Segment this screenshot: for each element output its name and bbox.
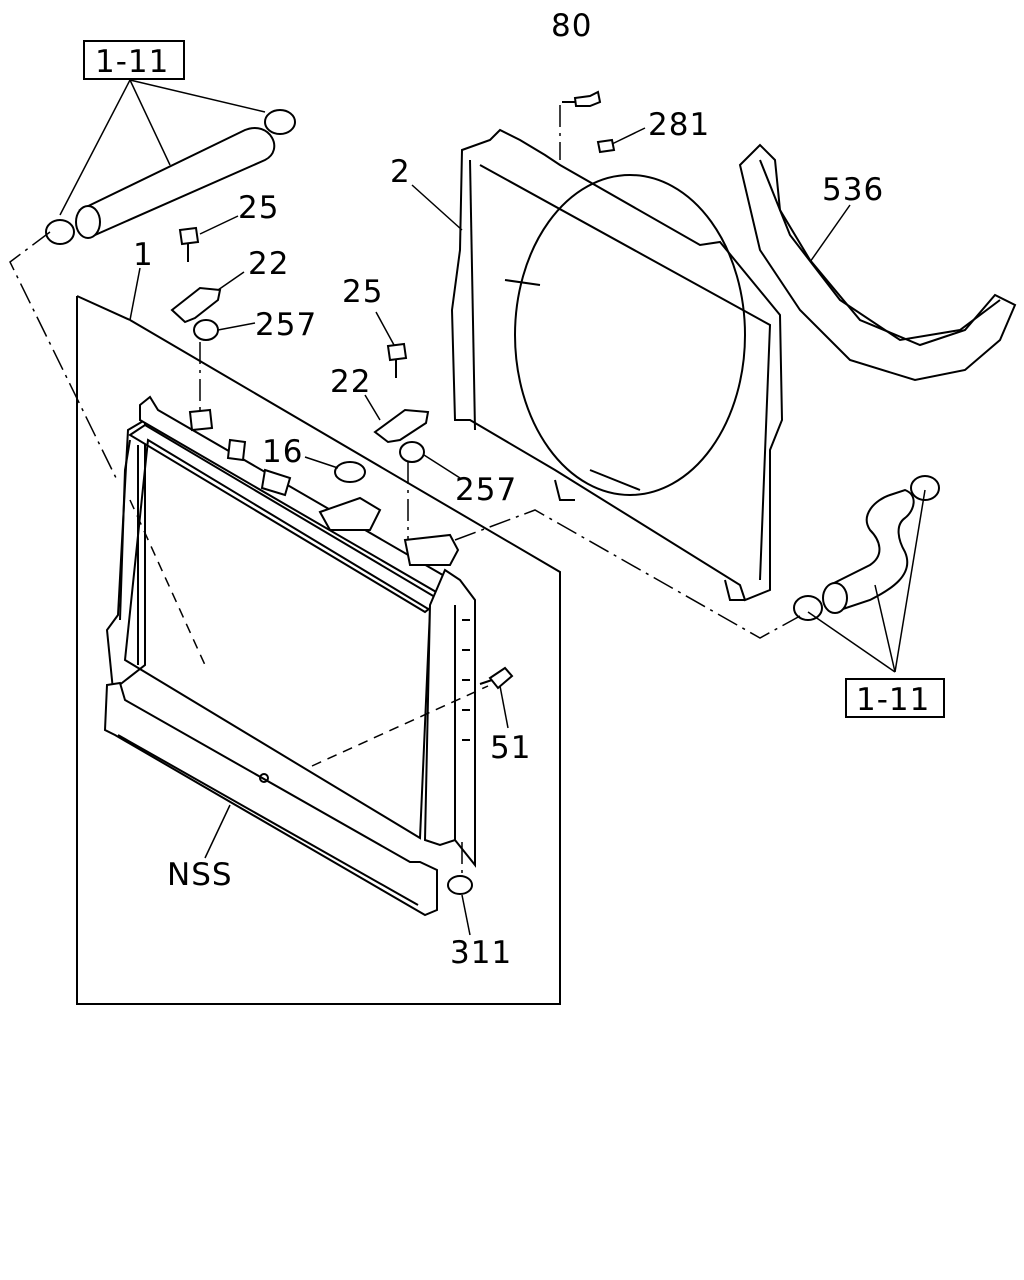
label-257-left: 257 xyxy=(255,307,317,343)
bracket-22-mid xyxy=(373,408,430,444)
label-281: 281 xyxy=(648,107,710,143)
label-2: 2 xyxy=(390,154,411,190)
shroud-seal xyxy=(738,143,1017,382)
grommet-257-left xyxy=(193,319,219,341)
grommet-257-mid xyxy=(399,441,425,463)
bolt-80 xyxy=(562,90,602,107)
grommet-311 xyxy=(447,875,473,895)
fan-shroud xyxy=(450,128,784,602)
drain-plug-51 xyxy=(479,666,514,690)
label-257-mid: 257 xyxy=(455,472,517,508)
label-25-left: 25 xyxy=(238,190,279,226)
reference-box-right xyxy=(845,678,945,718)
ref-label-top: 1-11 xyxy=(95,44,169,80)
ref-label-right: 1-11 xyxy=(856,682,930,718)
clip-281 xyxy=(596,138,616,154)
assembly-outline xyxy=(76,296,561,1005)
bracket-22-left xyxy=(170,286,222,324)
label-nss: NSS xyxy=(167,857,233,893)
label-51: 51 xyxy=(490,730,531,766)
assembly-centerlines xyxy=(9,105,801,876)
label-22-left: 22 xyxy=(248,246,289,282)
bolt-25-mid xyxy=(386,342,408,378)
label-311: 311 xyxy=(450,935,512,971)
radiator-cap-16 xyxy=(334,461,366,483)
lower-hose xyxy=(793,475,940,621)
label-536: 536 xyxy=(822,172,884,208)
label-16: 16 xyxy=(262,434,303,470)
label-22-mid: 22 xyxy=(330,364,371,400)
upper-hose xyxy=(45,109,296,245)
leader-lines xyxy=(59,79,926,936)
radiator-core xyxy=(103,395,476,917)
label-80: 80 xyxy=(551,8,592,44)
label-1: 1 xyxy=(133,237,154,273)
reference-box-top xyxy=(83,40,185,80)
label-25-mid: 25 xyxy=(342,274,383,310)
bolt-25-left xyxy=(178,226,200,262)
